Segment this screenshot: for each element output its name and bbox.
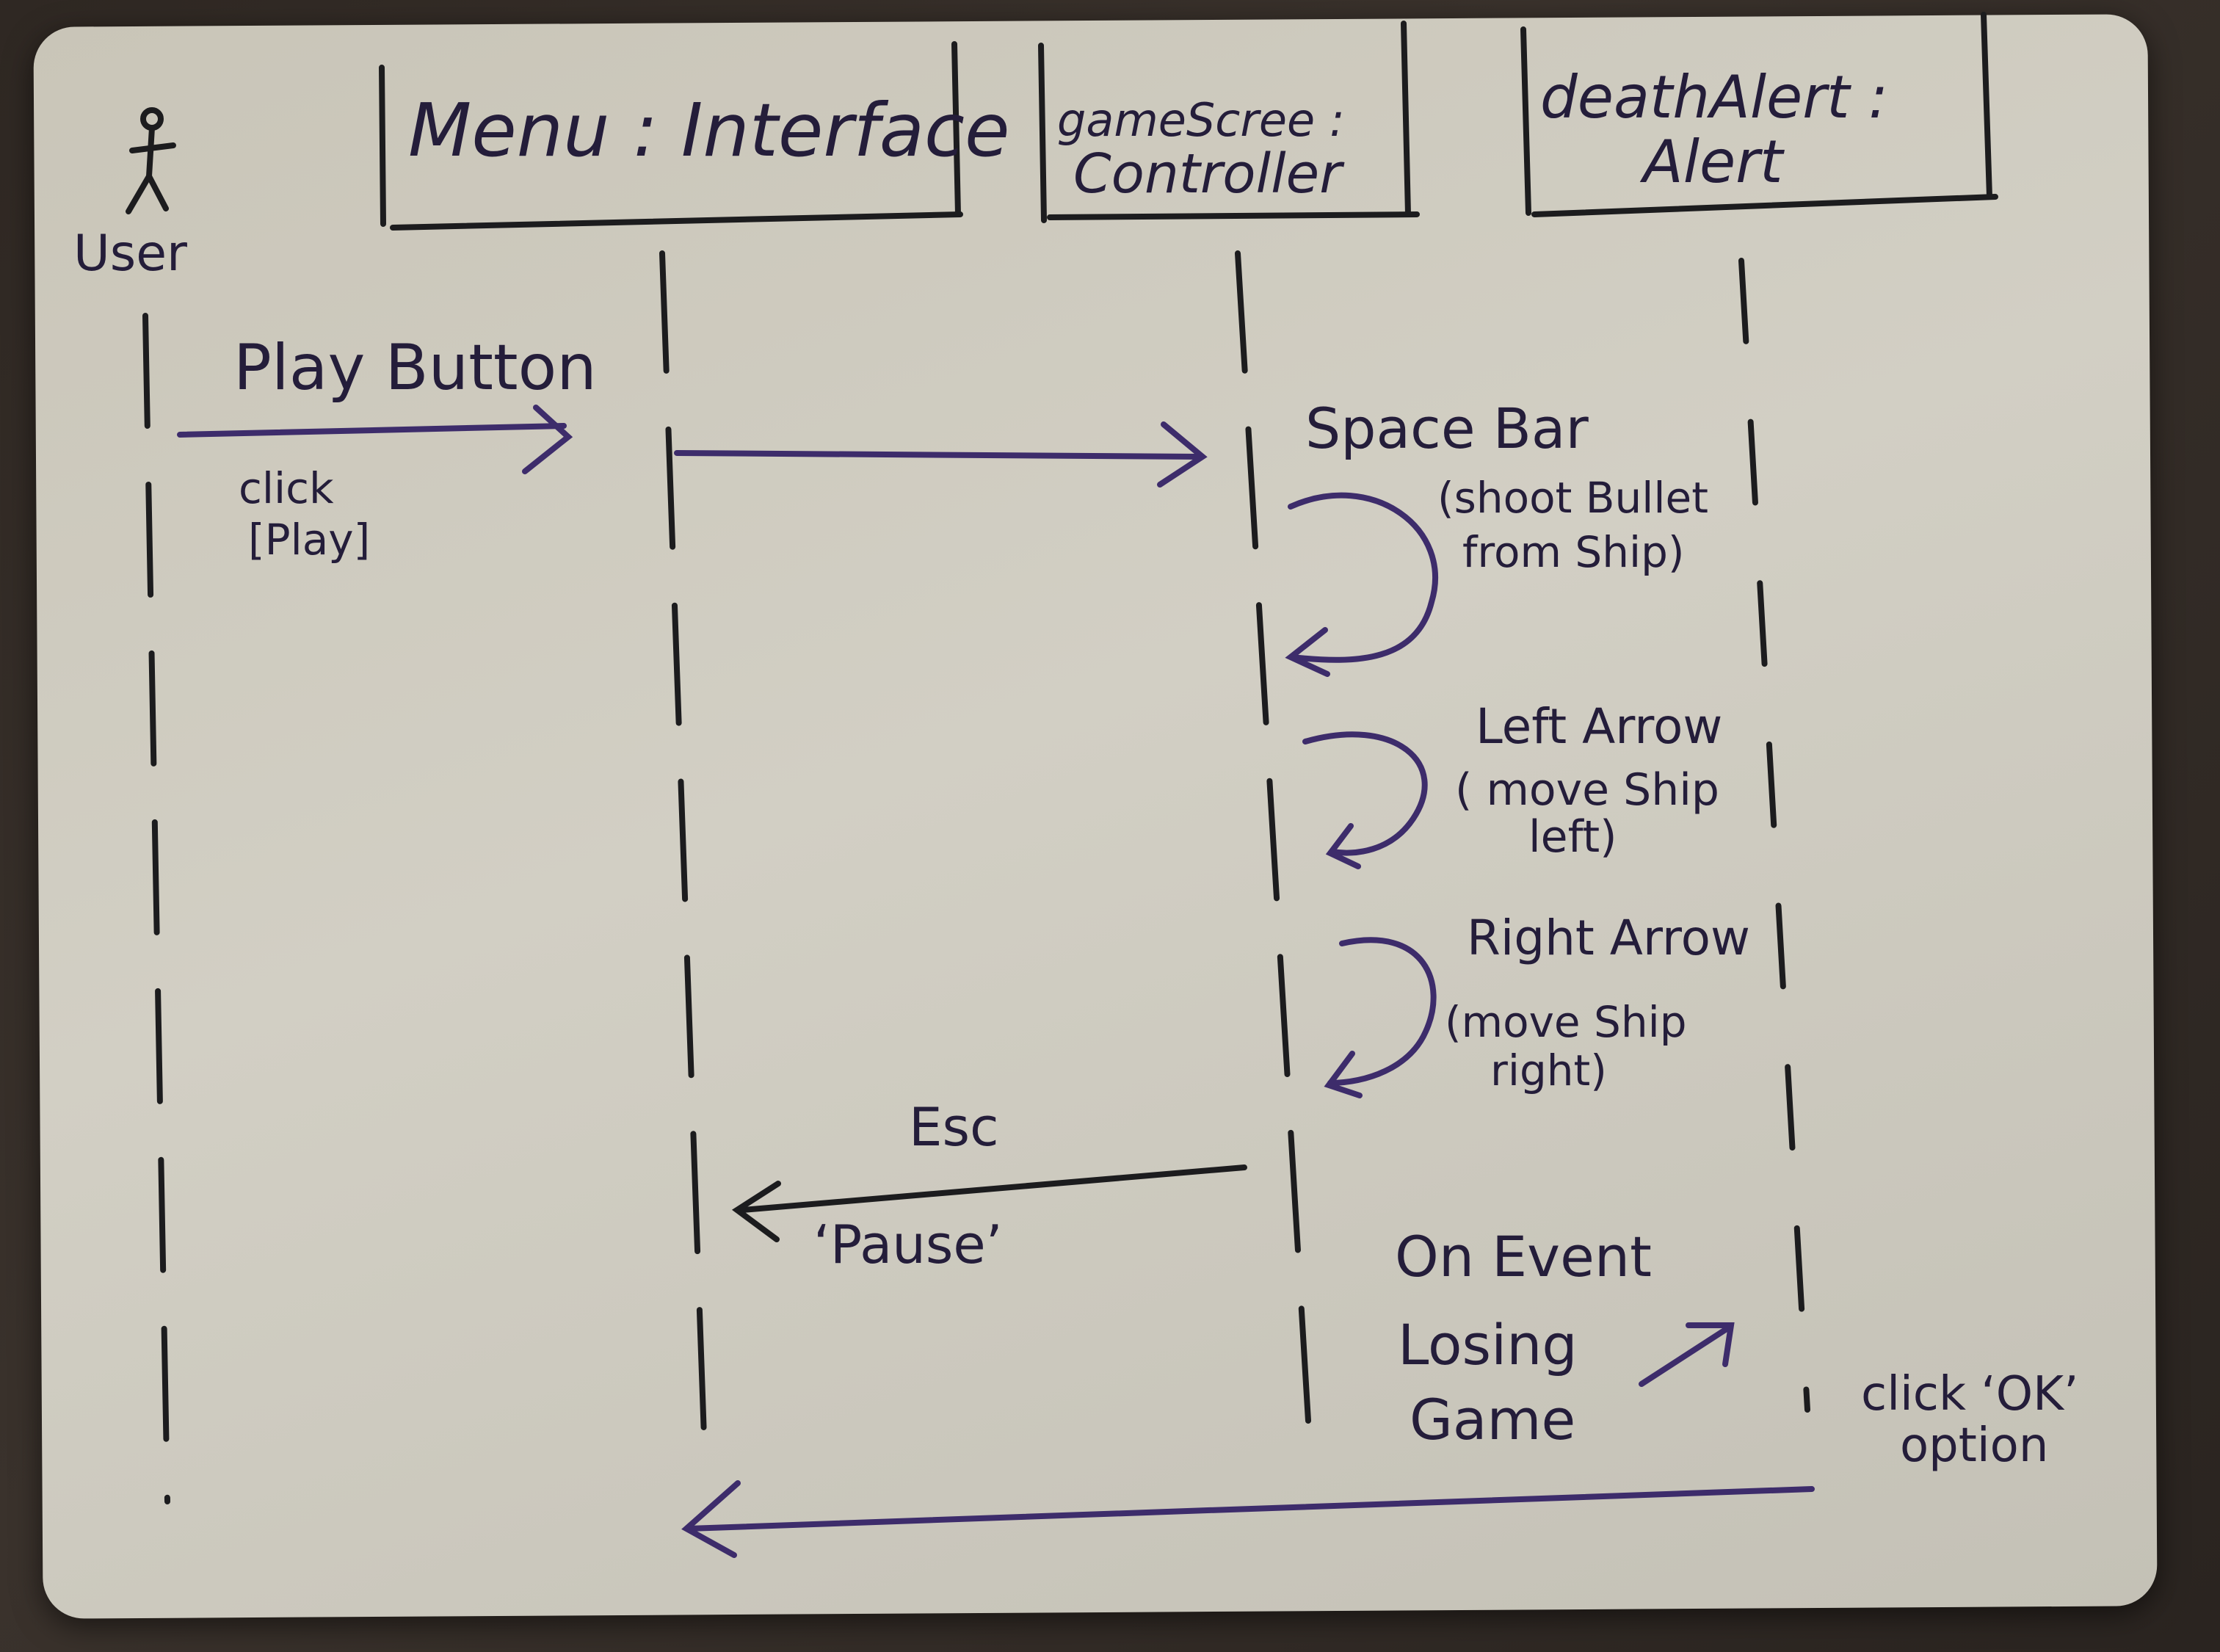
lifeline-alert <box>1738 258 1810 1413</box>
lifeline-menu <box>659 250 708 1460</box>
event-label-line3: Game <box>1410 1387 1575 1452</box>
message-note-move-right-line1: (move Ship <box>1445 997 1687 1047</box>
message-note-click-line2: [Play] <box>248 515 370 565</box>
participant-box-controller <box>1038 21 1420 223</box>
self-arrow-space-bar <box>1285 492 1438 677</box>
participant-label-alert-line2: Alert <box>1639 128 1785 196</box>
message-label-esc: Esc <box>909 1096 999 1158</box>
arrow-alert-to-menu <box>681 1480 1815 1558</box>
arrow-menu-to-controller <box>674 421 1208 488</box>
message-label-play-button: Play Button <box>233 331 597 405</box>
event-label-line1: On Event <box>1395 1224 1652 1289</box>
event-label-line2: Losing <box>1398 1312 1578 1377</box>
arrow-event-to-alert <box>1639 1322 1735 1387</box>
message-note-move-right-line2: right) <box>1490 1046 1607 1095</box>
participant-label-controller-line1: gameScree : <box>1057 93 1345 147</box>
self-arrow-left <box>1302 731 1428 869</box>
participant-label-alert-line1: deathAlert : <box>1540 63 1888 131</box>
message-label-left-arrow: Left Arrow <box>1476 698 1722 755</box>
lifeline-user <box>142 313 170 1504</box>
lifeline-controller <box>1235 250 1311 1424</box>
participant-box-alert <box>1520 12 1998 217</box>
arrow-play-button <box>177 405 573 474</box>
message-note-shoot-line1: (shoot Bullet <box>1437 473 1708 523</box>
participant-label-controller-line2: Controller <box>1073 142 1345 206</box>
message-note-click-ok-line2: option <box>1900 1419 2048 1473</box>
message-note-shoot-line2: from Ship) <box>1462 527 1685 577</box>
participant-label-menu: Menu : Interface <box>408 87 1010 173</box>
self-arrow-right <box>1324 937 1437 1098</box>
message-note-click-ok-line1: click ‘OK’ <box>1861 1367 2078 1421</box>
message-note-move-left-line2: left) <box>1528 811 1617 863</box>
message-note-move-left-line1: ( move Ship <box>1455 764 1719 816</box>
message-note-pause: ‘Pause’ <box>813 1214 1003 1275</box>
message-note-click-line1: click <box>239 463 334 513</box>
user-actor <box>126 107 176 214</box>
actor-label: User <box>73 225 187 283</box>
message-label-right-arrow: Right Arrow <box>1467 910 1750 966</box>
message-label-space-bar: Space Bar <box>1305 396 1589 461</box>
participant-box-menu <box>379 41 963 231</box>
arrow-esc <box>731 1164 1247 1242</box>
